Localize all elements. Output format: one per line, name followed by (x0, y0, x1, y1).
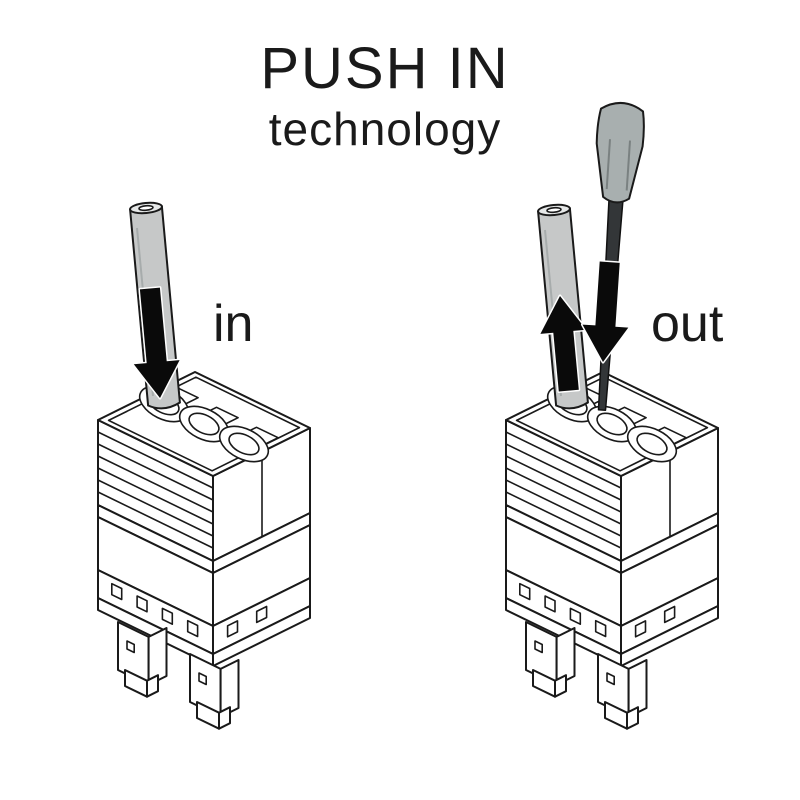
release-figure (505, 102, 719, 730)
title-sub: technology (268, 102, 502, 155)
insertion-figure (97, 201, 311, 730)
screwdriver-handle (595, 102, 645, 204)
diagram-title: PUSH IN technology (200, 36, 570, 155)
screwdriver-icon (595, 102, 645, 411)
push-in-down-arrow-icon (132, 286, 182, 400)
terminal-block-connector (505, 371, 719, 730)
label-out: out (651, 295, 724, 353)
press-down-arrow-icon (581, 260, 630, 364)
terminal-block-connector (97, 371, 311, 730)
label-in: in (213, 295, 254, 353)
pull-out-up-arrow-icon (538, 294, 588, 393)
title-main: PUSH IN (260, 36, 510, 101)
